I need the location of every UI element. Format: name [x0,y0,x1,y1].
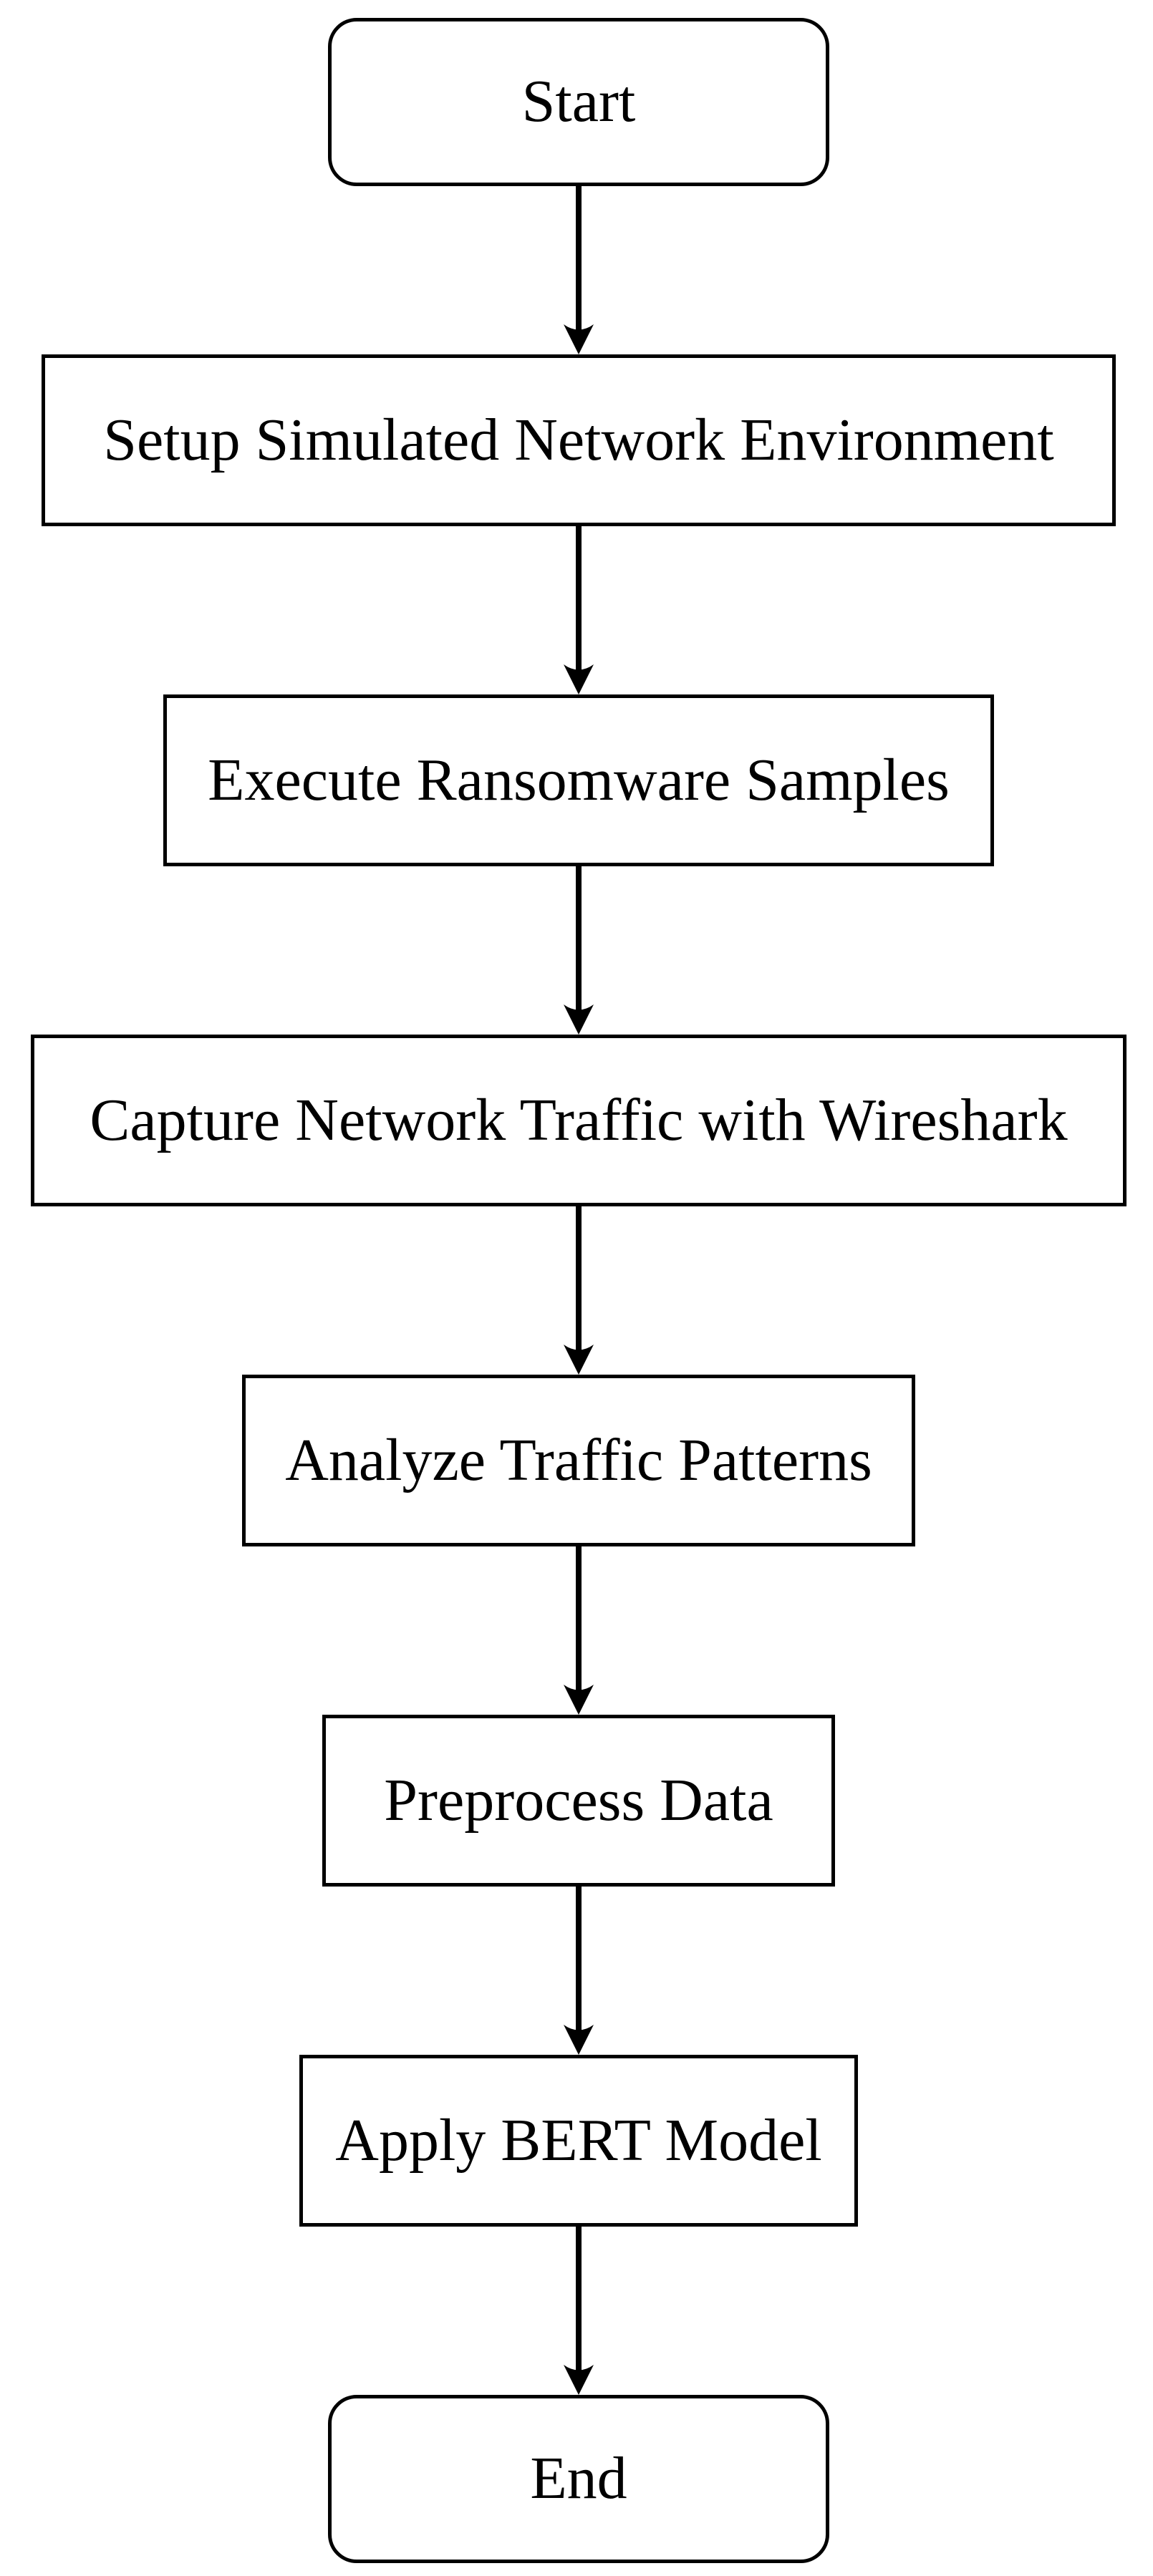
arrow-execute-to-capture [564,866,594,1035]
arrowhead-icon [564,1345,594,1375]
arrow-setup-to-execute [564,526,594,694]
node-capture-network-traffic: Capture Network Traffic with Wireshark [31,1035,1127,1206]
arrowhead-icon [564,664,594,694]
node-execute-label: Execute Ransomware Samples [208,746,950,813]
node-setup-simulated-network-environment: Setup Simulated Network Environment [42,354,1116,526]
node-preprocess-label: Preprocess Data [384,1766,773,1834]
arrowhead-icon [564,2365,594,2395]
node-start: Start [328,18,829,186]
node-end-label: End [530,2445,627,2512]
node-analyze-label: Analyze Traffic Patterns [285,1426,872,1493]
arrow-start-to-setup [564,186,594,354]
node-analyze-traffic-patterns: Analyze Traffic Patterns [242,1375,915,1546]
node-setup-label: Setup Simulated Network Environment [103,406,1054,473]
node-apply-bert-model: Apply BERT Model [299,2055,858,2227]
node-bert-label: Apply BERT Model [335,2106,822,2174]
arrowhead-icon [564,1685,594,1715]
arrow-preprocess-to-bert [564,1887,594,2055]
node-execute-ransomware-samples: Execute Ransomware Samples [163,694,994,866]
node-end: End [328,2395,829,2563]
arrow-analyze-to-preprocess [564,1546,594,1715]
arrow-bert-to-end [564,2227,594,2395]
node-start-label: Start [521,68,636,135]
arrow-capture-to-analyze [564,1206,594,1375]
node-capture-label: Capture Network Traffic with Wireshark [90,1086,1068,1153]
arrowhead-icon [564,2025,594,2055]
node-preprocess-data: Preprocess Data [322,1715,835,1887]
arrowhead-icon [564,1004,594,1035]
arrowhead-icon [564,324,594,354]
